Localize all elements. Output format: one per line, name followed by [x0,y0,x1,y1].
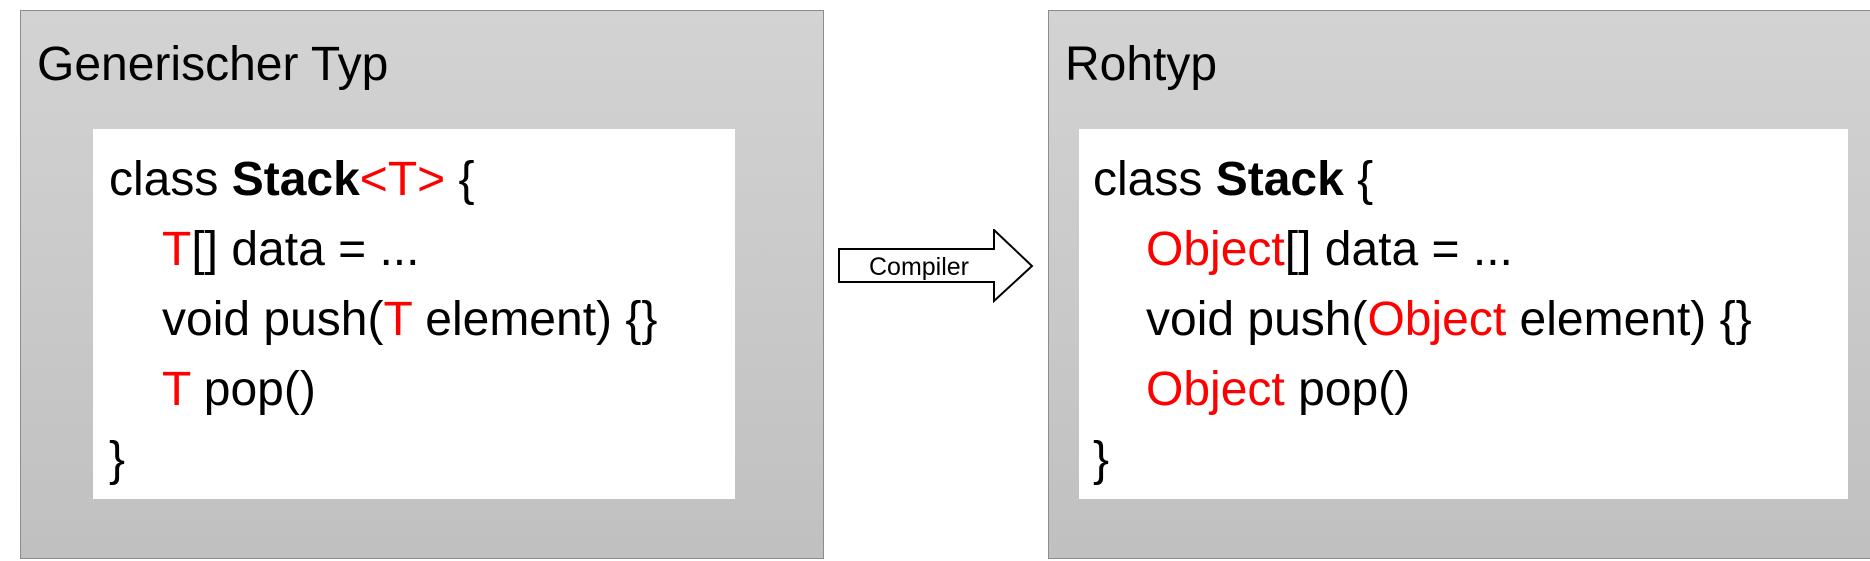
class-name: Stack [231,153,360,206]
code-line-pop-method: Object pop() [1093,355,1848,425]
keyword: class [1093,153,1216,206]
method-signature-start: void push( [162,293,384,346]
type-token: Object [1367,293,1507,346]
type-token: T [383,293,412,346]
code-line-class-declaration: class Stack<T> { [109,145,735,215]
panel-title: Rohtyp [1065,38,1218,91]
right-arrow-icon [838,227,1034,304]
generic-type-panel: Generischer Typ class Stack<T> { T[] dat… [20,10,824,559]
compiler-arrow: Compiler [838,227,1034,304]
code-block: class Stack { Object[] data = ... void p… [1079,129,1848,499]
code-line-close-brace: } [109,433,126,486]
type-token: Object [1146,363,1285,416]
code-line-pop-method: T pop() [109,355,735,425]
open-brace: { [445,153,475,206]
method-signature-end: element) {} [411,293,658,346]
method-signature: pop() [1284,363,1411,416]
keyword: class [109,153,232,206]
code-line-close-brace: } [1093,433,1110,486]
code-block: class Stack<T> { T[] data = ... void pus… [93,129,735,499]
code-line-push-method: void push(Object element) {} [1093,285,1848,355]
open-brace: { [1343,153,1374,206]
code-line-class-declaration: class Stack { [1093,145,1848,215]
method-signature-end: element) {} [1506,293,1752,346]
field-declaration: [] data = ... [191,223,420,276]
type-token: Object [1146,223,1285,276]
raw-type-panel: Rohtyp class Stack { Object[] data = ...… [1048,10,1870,559]
type-token: T [162,363,191,416]
method-signature: pop() [190,363,316,416]
panel-title: Generischer Typ [37,38,389,91]
type-token: T [162,223,192,276]
arrow-label: Compiler [868,253,970,281]
code-line-field: Object[] data = ... [1093,215,1848,285]
type-parameter: <T> [359,153,446,206]
class-name: Stack [1215,153,1344,206]
method-signature-start: void push( [1146,293,1368,346]
code-line-field: T[] data = ... [109,215,735,285]
field-declaration: [] data = ... [1284,223,1513,276]
code-line-push-method: void push(T element) {} [109,285,735,355]
